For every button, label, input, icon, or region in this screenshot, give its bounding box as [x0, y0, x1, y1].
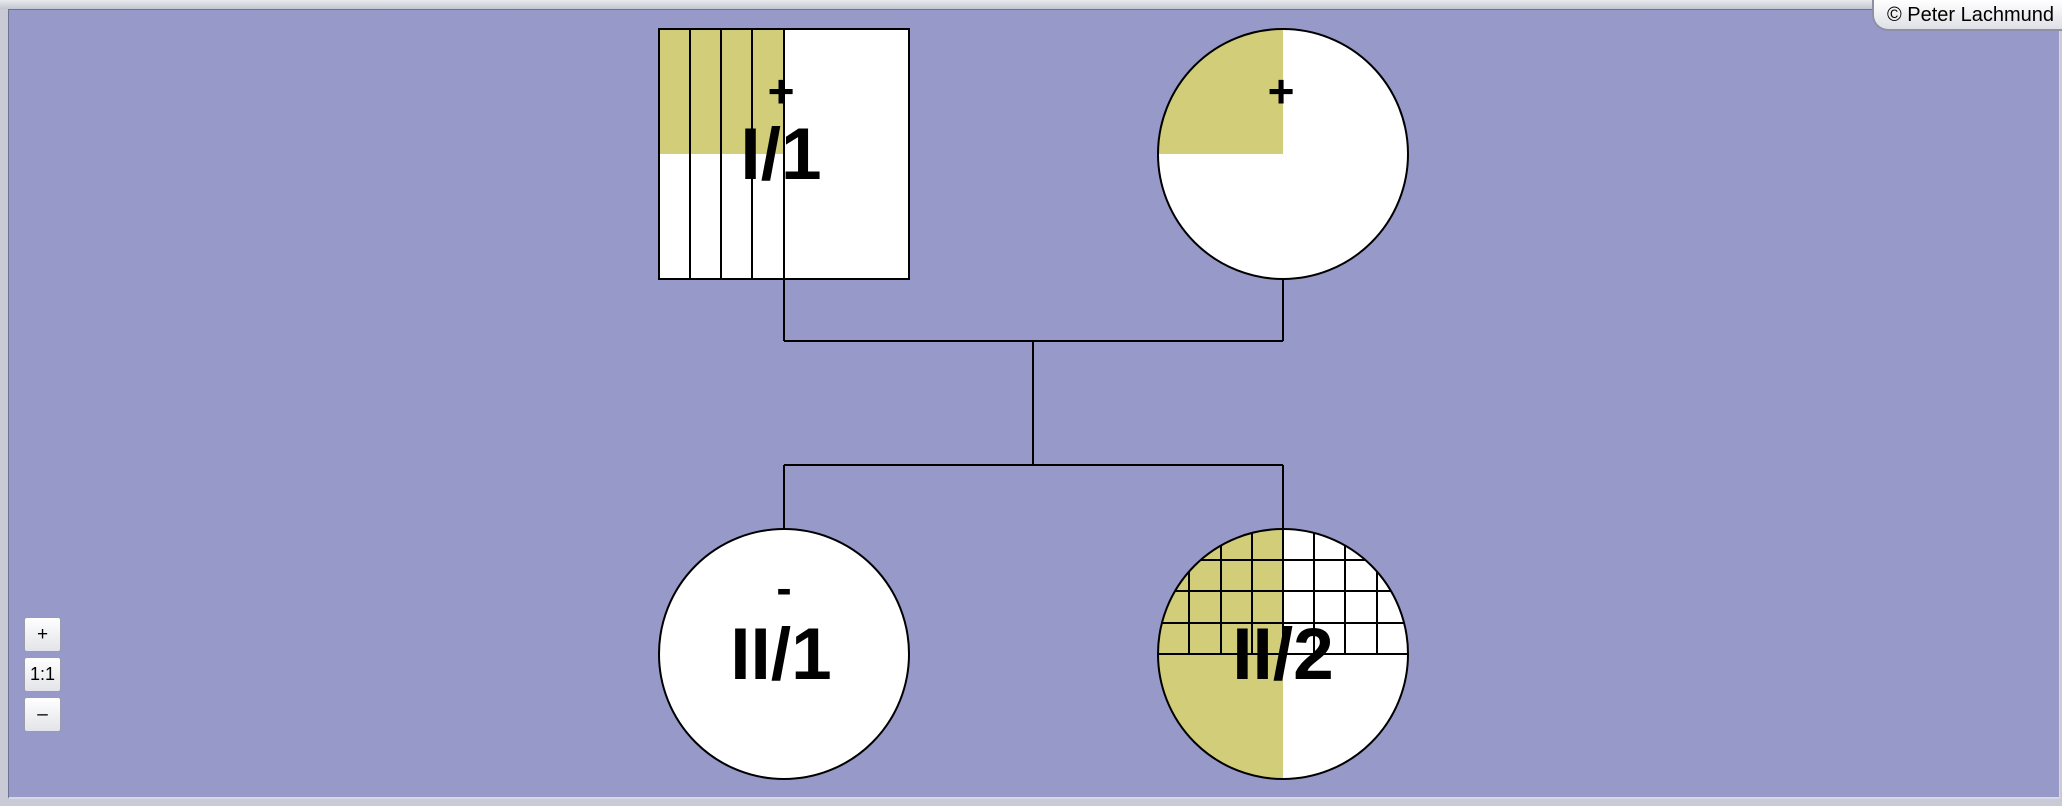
zoom-in-button[interactable]: + [24, 617, 61, 652]
ii1-circle-symbol [658, 528, 910, 780]
zoom-out-button[interactable]: – [24, 697, 61, 732]
zoom-reset-button[interactable]: 1:1 [24, 657, 61, 692]
individual-ii1[interactable]: - II/1 [658, 528, 910, 780]
i1-status-mark: + [768, 65, 795, 117]
i1-square-outline [658, 28, 910, 280]
individual-ii2[interactable]: II/2 [1157, 528, 1409, 780]
i2-status-mark: + [1268, 65, 1295, 117]
i2-circle-outline [1157, 28, 1409, 280]
ii2-circle-outline [1157, 528, 1409, 780]
ii1-label: II/1 [730, 614, 831, 695]
copyright-notice: © Peter Lachmund [1871, 0, 2062, 31]
window-top-strip [0, 0, 2062, 9]
i2-affected-quadrant [1158, 29, 1283, 154]
i1-label: I/1 [740, 114, 821, 195]
individual-i1[interactable]: + I/1 [658, 28, 910, 280]
ii2-label: II/2 [1232, 614, 1333, 695]
ii1-status-mark: - [776, 562, 791, 614]
i1-vertical-line-pattern [689, 29, 785, 279]
relationship-lines [783, 279, 1284, 529]
individual-i2[interactable]: + [1157, 28, 1409, 280]
